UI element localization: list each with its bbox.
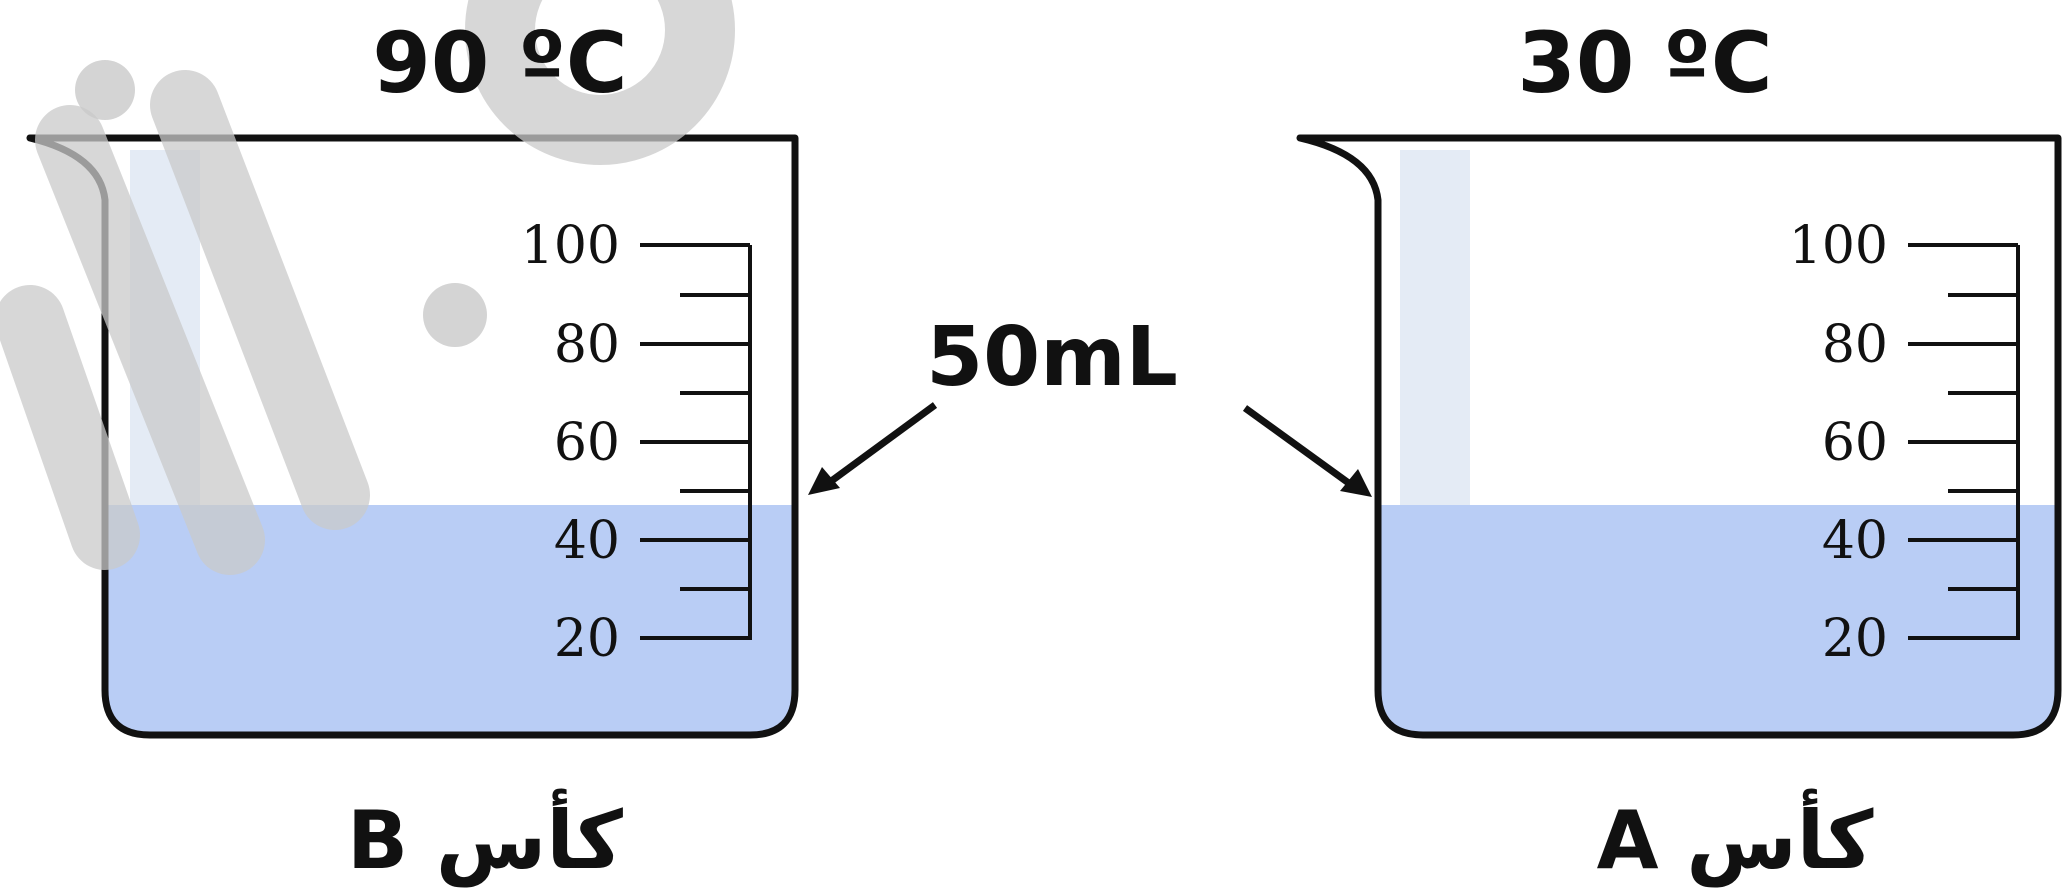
beaker-a-scale-label: 100 bbox=[1789, 216, 1888, 276]
beaker-b: 100 80 60 40 20 bbox=[26, 134, 799, 739]
arrow-line bbox=[827, 402, 938, 485]
beaker-a-scale-label: 20 bbox=[1822, 609, 1888, 669]
beaker-a-temperature: 30 ºC bbox=[1517, 14, 1772, 112]
beaker-a-glass-highlight bbox=[1400, 150, 1470, 505]
beaker-a-scale-label: 80 bbox=[1822, 315, 1888, 375]
watermark bbox=[0, 0, 735, 575]
beaker-b-scale-label: 100 bbox=[521, 216, 620, 276]
beaker-a: 100 80 60 40 20 bbox=[1296, 134, 2062, 739]
arrow-to-beaker-b bbox=[808, 402, 938, 495]
watermark-arc bbox=[465, 0, 735, 165]
beaker-b-name: كأس B bbox=[347, 789, 623, 887]
beaker-b-scale-label: 40 bbox=[554, 511, 620, 571]
beaker-b-scale-label: 60 bbox=[554, 413, 620, 473]
arrow-to-beaker-a bbox=[1242, 405, 1372, 497]
beaker-a-scale-label: 40 bbox=[1822, 511, 1888, 571]
arrow-head bbox=[808, 467, 840, 495]
beaker-a-scale-label: 60 bbox=[1822, 413, 1888, 473]
beaker-a-name: كأس A bbox=[1597, 789, 1874, 887]
watermark-stroke-line bbox=[150, 70, 370, 530]
beaker-a-water bbox=[1378, 505, 2058, 735]
beaker-b-water bbox=[105, 505, 795, 735]
arrow-head bbox=[1340, 469, 1372, 497]
beaker-b-temperature: 90 ºC bbox=[372, 14, 627, 112]
beaker-b-scale-label: 80 bbox=[554, 315, 620, 375]
watermark-stroke-line bbox=[0, 285, 140, 570]
volume-label: 50mL bbox=[926, 310, 1178, 405]
watermark-dot bbox=[75, 60, 135, 120]
arrow-line bbox=[1242, 405, 1353, 487]
watermark-dot bbox=[423, 283, 487, 347]
beaker-b-scale-label: 20 bbox=[554, 609, 620, 669]
beaker-a-outline bbox=[1296, 134, 2062, 739]
watermark-stroke-line bbox=[35, 105, 265, 575]
